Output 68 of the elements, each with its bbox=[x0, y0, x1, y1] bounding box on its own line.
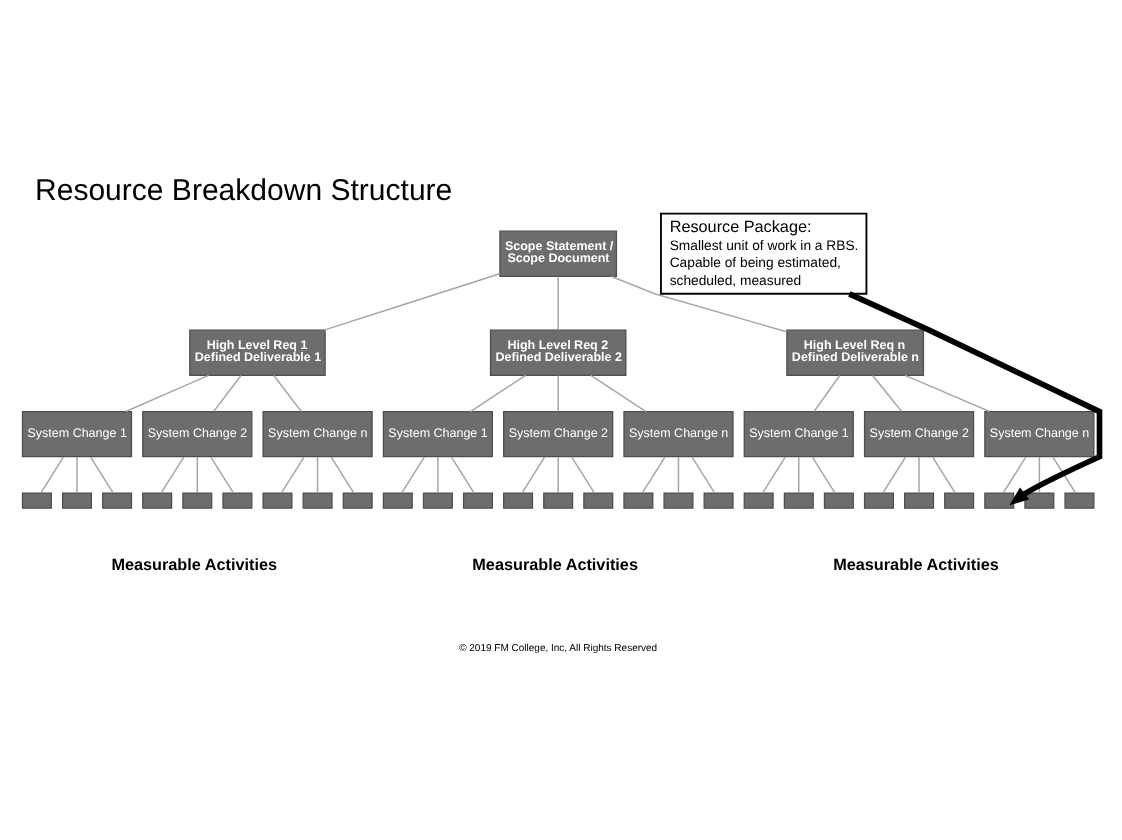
connector bbox=[316, 455, 319, 493]
connector bbox=[571, 455, 595, 493]
node-box bbox=[1024, 491, 1055, 508]
node-box bbox=[21, 491, 52, 508]
node-box bbox=[583, 491, 614, 508]
node-box bbox=[823, 491, 854, 508]
node-box bbox=[182, 491, 213, 508]
connector bbox=[871, 373, 903, 412]
node-box bbox=[904, 491, 935, 508]
node-box bbox=[543, 491, 574, 508]
node-box bbox=[623, 491, 654, 508]
node-box bbox=[743, 491, 774, 508]
connector bbox=[882, 455, 907, 493]
node-box bbox=[503, 491, 534, 508]
connector bbox=[40, 455, 65, 493]
node-box bbox=[663, 491, 694, 508]
node-box bbox=[262, 491, 293, 508]
connector bbox=[610, 274, 788, 332]
node-box bbox=[342, 491, 373, 508]
connector bbox=[931, 455, 956, 493]
connector bbox=[918, 455, 920, 493]
connector bbox=[76, 455, 78, 493]
connector bbox=[437, 455, 439, 493]
connector bbox=[1038, 455, 1041, 493]
node-box bbox=[984, 491, 1015, 508]
connector bbox=[469, 373, 527, 412]
connector bbox=[1052, 455, 1077, 493]
connector bbox=[557, 274, 559, 330]
connector bbox=[89, 455, 114, 493]
node-box bbox=[382, 491, 413, 508]
connector bbox=[590, 373, 647, 412]
connector bbox=[1002, 455, 1027, 493]
connector bbox=[323, 271, 501, 330]
connector bbox=[691, 455, 716, 493]
connector bbox=[813, 373, 841, 412]
connector bbox=[557, 455, 559, 493]
arrow bbox=[848, 290, 1103, 505]
node-box bbox=[1064, 491, 1095, 508]
connector bbox=[904, 373, 991, 412]
connector bbox=[762, 455, 786, 493]
node-box bbox=[222, 491, 253, 508]
connector bbox=[210, 455, 234, 493]
diagram-title: Resource Breakdown Structure bbox=[35, 173, 453, 208]
node-box bbox=[703, 491, 734, 508]
connector bbox=[273, 373, 302, 412]
connector bbox=[677, 455, 680, 493]
connector bbox=[811, 455, 836, 493]
connector bbox=[330, 455, 355, 493]
node-box bbox=[944, 491, 975, 508]
connector bbox=[280, 455, 305, 493]
connector bbox=[450, 455, 475, 493]
connector bbox=[196, 455, 199, 493]
node-box bbox=[302, 491, 333, 508]
connector bbox=[160, 455, 185, 493]
connector bbox=[798, 455, 800, 493]
node-box bbox=[462, 491, 493, 508]
node-box bbox=[422, 491, 453, 508]
connector bbox=[125, 373, 210, 412]
connector bbox=[401, 455, 426, 493]
connector bbox=[212, 373, 242, 412]
node-box bbox=[102, 491, 133, 508]
node-box bbox=[863, 491, 894, 508]
node-box bbox=[142, 491, 173, 508]
node-box bbox=[61, 491, 93, 508]
node-box bbox=[783, 491, 814, 508]
connector bbox=[521, 455, 546, 493]
connector bbox=[557, 373, 559, 412]
connector bbox=[641, 455, 666, 493]
